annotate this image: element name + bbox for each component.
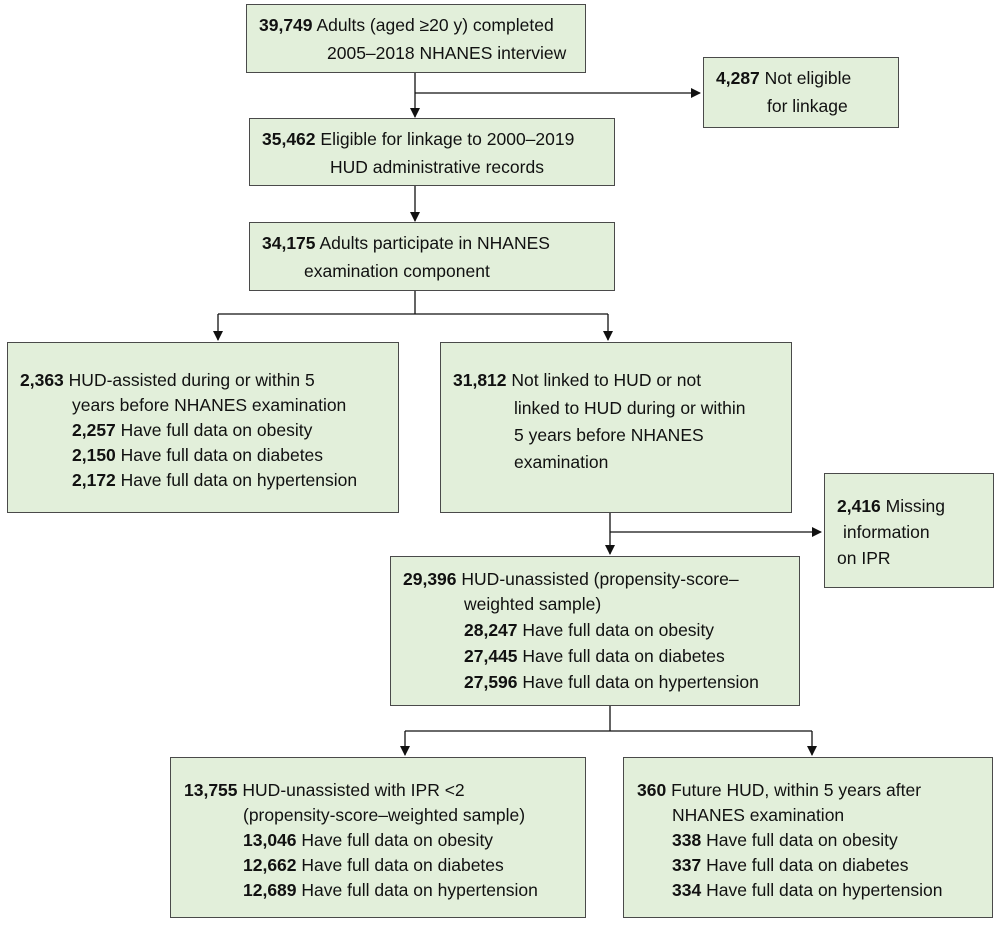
label-future-hud-line1: Future HUD, within 5 years after	[671, 780, 922, 800]
unassisted-row-obesity: 28,247 Have full data on obesity	[464, 620, 715, 640]
box-eligible-linkage: 35,462 Eligible for linkage to 2000–2019…	[249, 118, 615, 186]
label-exam-line2: examination component	[304, 261, 490, 281]
label-completed-line1: Adults (aged ≥20 y) completed	[316, 15, 554, 35]
hud-assisted-row-hypertension: 2,172 Have full data on hypertension	[72, 470, 358, 490]
count-missing-ipr: 2,416	[837, 496, 881, 516]
count-eligible: 35,462	[262, 129, 316, 149]
ipr-lt2-row-diabetes: 12,662 Have full data on diabetes	[243, 855, 504, 875]
box-hud-assisted: 2,363 HUD-assisted during or within 5 ye…	[7, 342, 399, 513]
hud-assisted-row-obesity: 2,257 Have full data on obesity	[72, 420, 313, 440]
ipr-lt2-row-hypertension: 12,689 Have full data on hypertension	[243, 880, 538, 900]
label-not-linked-line1: Not linked to HUD or not	[511, 370, 702, 390]
label-missing-ipr-line1: Missing	[885, 496, 945, 516]
label-not-linked-line4: examination	[514, 452, 609, 472]
label-hud-assisted-line1: HUD-assisted during or within 5	[68, 370, 315, 390]
label-hud-assisted-line2: years before NHANES examination	[72, 395, 347, 415]
count-not-eligible: 4,287	[716, 68, 760, 88]
count-not-linked: 31,812	[453, 370, 507, 390]
box-missing-ipr: 2,416 Missing information on IPR	[824, 473, 994, 588]
unassisted-row-hypertension: 27,596 Have full data on hypertension	[464, 672, 759, 692]
ipr-lt2-row-obesity: 13,046 Have full data on obesity	[243, 830, 494, 850]
label-eligible-line1: Eligible for linkage to 2000–2019	[320, 129, 575, 149]
count-ipr-lt2: 13,755	[184, 780, 238, 800]
hud-assisted-row-diabetes: 2,150 Have full data on diabetes	[72, 445, 324, 465]
label-ipr-lt2-line1: HUD-unassisted with IPR <2	[242, 780, 465, 800]
label-not-eligible-line2: for linkage	[767, 96, 848, 116]
count-future-hud: 360	[637, 780, 667, 800]
count-completed: 39,749	[259, 15, 313, 35]
box-ipr-lt2: 13,755 HUD-unassisted with IPR <2 (prope…	[170, 757, 586, 918]
box-future-hud: 360 Future HUD, within 5 years after NHA…	[623, 757, 993, 918]
label-completed-line2: 2005–2018 NHANES interview	[327, 43, 567, 63]
count-unassisted: 29,396	[403, 569, 457, 589]
label-exam-line1: Adults participate in NHANES	[319, 233, 550, 253]
label-eligible-line2: HUD administrative records	[330, 157, 544, 177]
label-ipr-lt2-line2: (propensity-score–weighted sample)	[243, 805, 526, 825]
future-hud-row-obesity: 338 Have full data on obesity	[672, 830, 898, 850]
box-completed-interview: 39,749 Adults (aged ≥20 y) completed 200…	[246, 4, 586, 73]
count-exam: 34,175	[262, 233, 316, 253]
label-not-linked-line3: 5 years before NHANES	[514, 425, 704, 445]
unassisted-row-diabetes: 27,445 Have full data on diabetes	[464, 646, 725, 666]
label-not-linked-line2: linked to HUD during or within	[514, 398, 746, 418]
future-hud-row-hypertension: 334 Have full data on hypertension	[672, 880, 943, 900]
box-not-eligible: 4,287 Not eligible for linkage	[703, 57, 899, 128]
future-hud-row-diabetes: 337 Have full data on diabetes	[672, 855, 909, 875]
box-exam-component: 34,175 Adults participate in NHANES exam…	[249, 222, 615, 291]
label-missing-ipr-line3: on IPR	[837, 548, 891, 568]
label-not-eligible-line1: Not eligible	[764, 68, 852, 88]
count-hud-assisted: 2,363	[20, 370, 64, 390]
box-not-linked: 31,812 Not linked to HUD or not linked t…	[440, 342, 792, 513]
label-missing-ipr-line2: information	[843, 522, 930, 542]
label-future-hud-line2: NHANES examination	[672, 805, 845, 825]
label-unassisted-line2: weighted sample)	[464, 594, 602, 614]
label-unassisted-line1: HUD-unassisted (propensity-score–	[461, 569, 739, 589]
box-hud-unassisted: 29,396 HUD-unassisted (propensity-score–…	[390, 556, 800, 706]
